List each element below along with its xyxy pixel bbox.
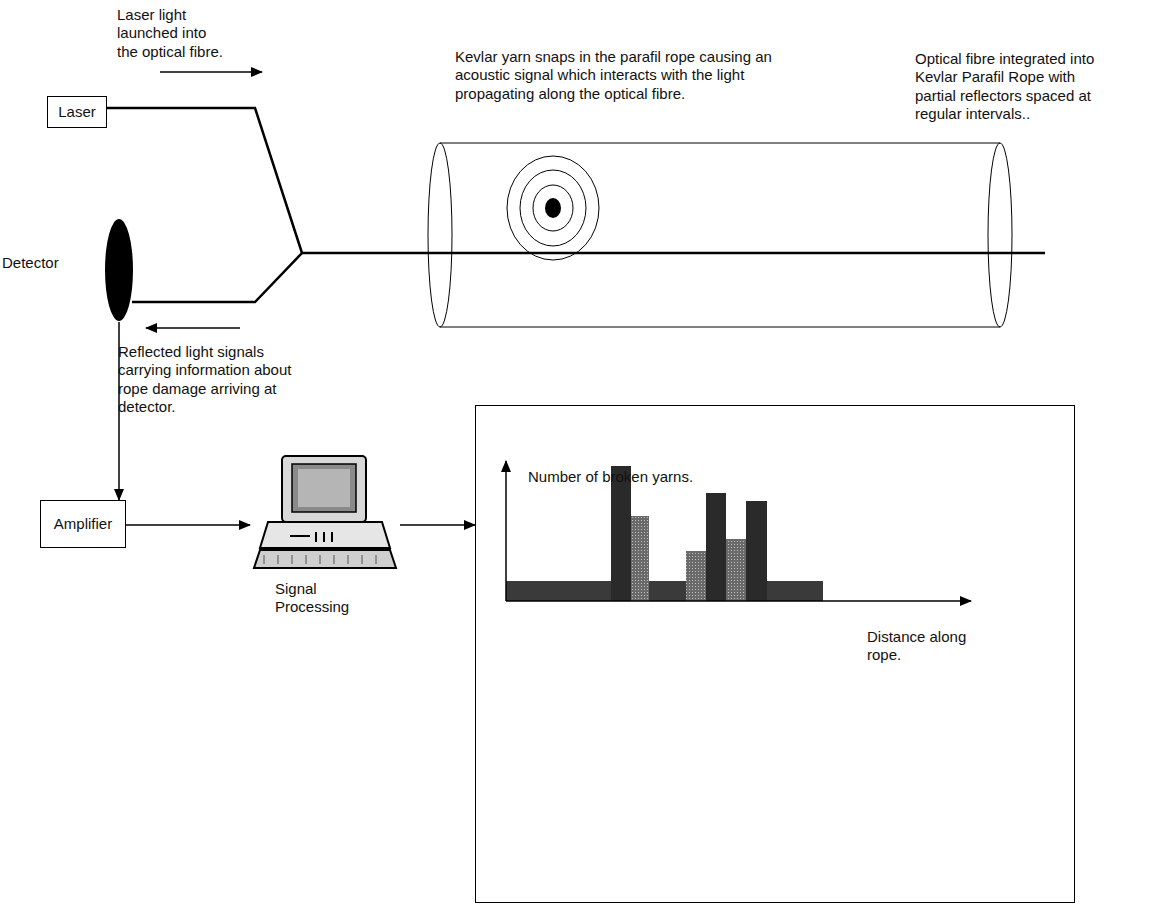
acoustic-wave xyxy=(533,185,573,231)
detector-label: Detector xyxy=(2,254,59,272)
detector-shape xyxy=(104,218,134,322)
bar xyxy=(506,581,823,601)
detector: Detector xyxy=(0,218,136,322)
laser-fibre xyxy=(107,108,302,253)
computer: Signal Processing xyxy=(250,452,400,637)
x-axis xyxy=(506,600,971,602)
acoustic-wave xyxy=(520,170,586,246)
bar xyxy=(726,539,746,601)
callout-text: Reflected light signals carrying informa… xyxy=(118,343,318,416)
bar xyxy=(746,501,767,601)
bar xyxy=(686,551,706,601)
detector-fibre xyxy=(132,253,302,302)
node-label: Laser xyxy=(58,103,96,121)
connector-arrow xyxy=(400,524,475,526)
process-label: Signal Processing xyxy=(275,580,355,617)
rope-outline xyxy=(440,143,1000,144)
acoustic-wave xyxy=(507,156,599,260)
rope-end xyxy=(428,143,452,327)
launch-arrow xyxy=(160,71,262,73)
rope-outline xyxy=(440,327,1000,328)
callout-text: Laser light launched into the optical fi… xyxy=(117,6,225,61)
bar xyxy=(706,493,726,601)
detector-body xyxy=(105,219,133,321)
return-arrow xyxy=(146,327,240,329)
connector-arrow xyxy=(126,524,250,526)
bar xyxy=(611,466,631,601)
computer-drawing xyxy=(250,452,400,572)
optical-fibre xyxy=(302,252,1045,255)
node-label: Amplifier xyxy=(54,515,112,533)
laser-box: Laser xyxy=(47,96,107,128)
yarn-break xyxy=(545,198,561,218)
axis-label: Number of broken yarns. xyxy=(528,468,718,486)
rope-end xyxy=(988,143,1012,327)
callout-text: Kevlar yarn snaps in the parafil rope ca… xyxy=(455,48,805,103)
amplifier-box: Amplifier xyxy=(40,500,126,548)
callout-text: Optical fibre integrated into Kevlar Par… xyxy=(915,50,1095,123)
y-axis xyxy=(505,461,507,601)
detector-ellipse xyxy=(104,218,134,322)
computer-icon xyxy=(250,452,400,572)
bar xyxy=(631,516,649,601)
axis-label: Distance along rope. xyxy=(867,628,997,665)
chart-panel: Number of broken yarns. Distance along ro… xyxy=(475,405,1075,903)
